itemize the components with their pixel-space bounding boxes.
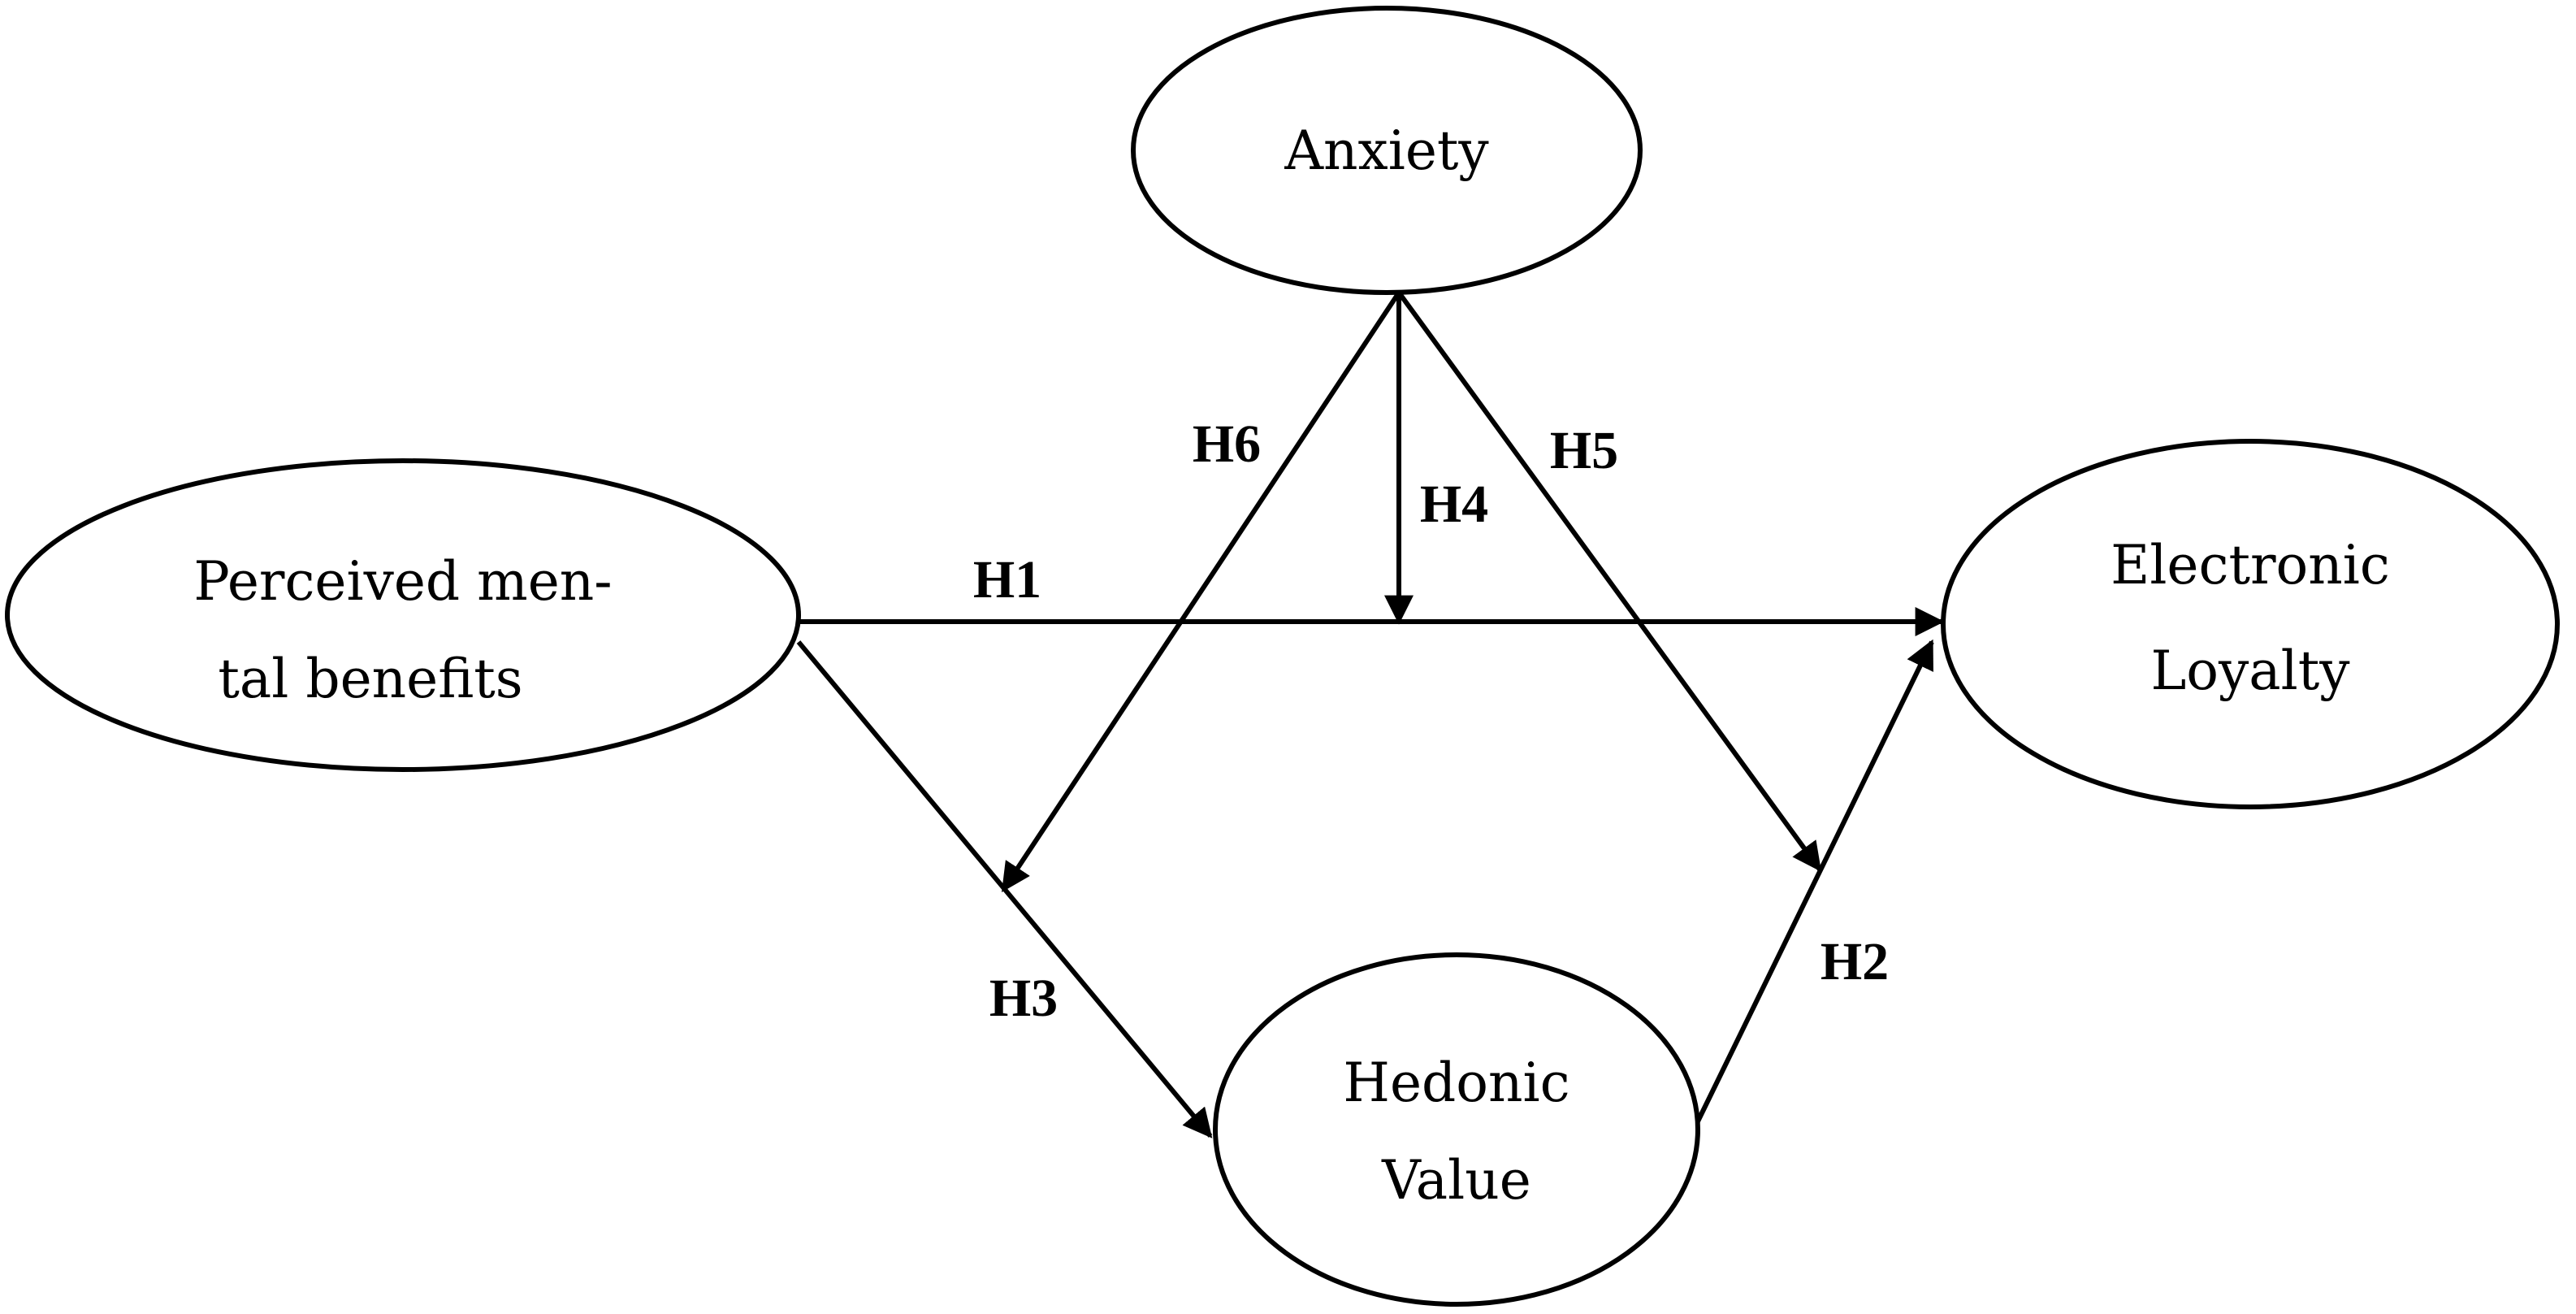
node-loyalty-label-line1: Electronic [2111, 534, 2390, 596]
node-anxiety: Anxiety [1131, 6, 1643, 295]
edge-h6-arrow [1001, 291, 1401, 893]
node-perceived-label-line2: tal benefits [218, 648, 522, 710]
edge-h5-arrow [1396, 291, 1822, 872]
edge-label-h6: H6 [1193, 414, 1261, 474]
node-loyalty-label-line2: Loyalty [2150, 640, 2350, 702]
edge-h2-arrow [1695, 639, 1934, 1123]
edge-h3-arrow [796, 640, 1213, 1138]
node-perceived-label-line1: Perceived men- [193, 550, 612, 613]
edge-label-h5: H5 [1550, 421, 1618, 480]
edge-label-h2: H2 [1821, 932, 1889, 991]
node-electronic-loyalty: Electronic Loyalty [1941, 439, 2560, 809]
node-hedonic-value: Hedonic Value [1213, 952, 1700, 1307]
edge-label-h4: H4 [1420, 475, 1488, 534]
node-perceived-mental-benefits: Perceived men- tal benefits [5, 458, 801, 772]
node-anxiety-label: Anxiety [1284, 119, 1489, 182]
edge-label-h1: H1 [973, 550, 1041, 609]
node-hedonic-label-line2: Value [1381, 1149, 1531, 1212]
node-hedonic-label-line1: Hedonic [1343, 1052, 1569, 1114]
edge-label-h3: H3 [989, 969, 1058, 1028]
